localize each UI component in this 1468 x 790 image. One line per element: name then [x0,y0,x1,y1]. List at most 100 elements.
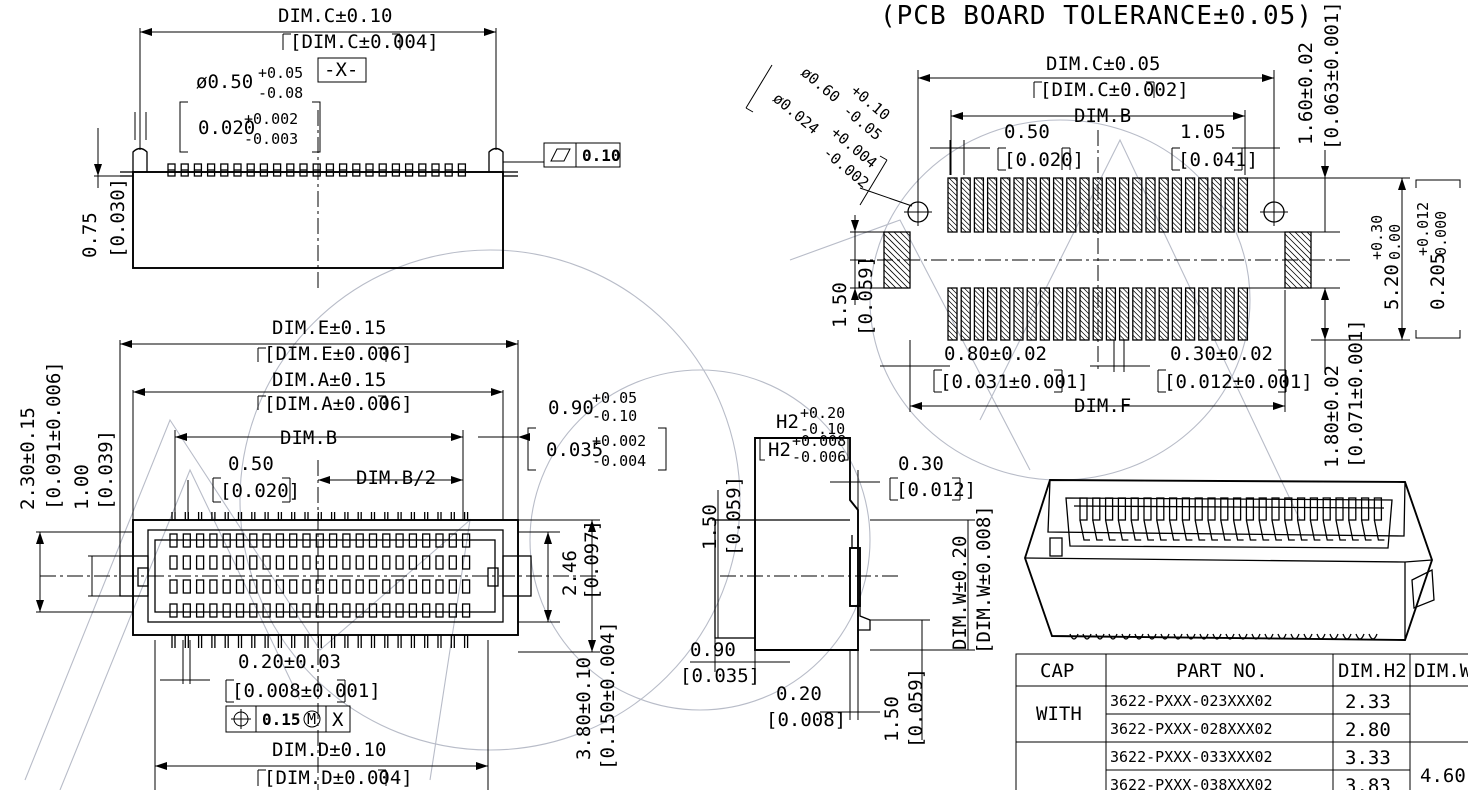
iso-pin [1130,497,1139,521]
pad-080-label: 0.80±0.02 [944,343,1047,365]
latch-right [502,555,532,597]
table-cap-with: WITH [1036,703,1082,725]
h-100-inch-label: [0.039] [95,430,117,510]
height-075-inch-label: [0.030] [107,178,129,258]
plan-pin [395,555,404,570]
plan-pin [422,555,431,570]
plan-pin [182,579,191,594]
plan-pin [408,603,418,618]
h2-inch-tol-up: +0.008 [792,432,846,450]
pcb-pad [973,177,985,233]
t-030-label: 0.30 [898,453,944,475]
pcb-pad [1237,177,1249,233]
plan-pin [355,533,364,548]
plan-pin [382,603,391,618]
iso-pin [1194,497,1203,521]
iso-pin [1104,497,1114,521]
pin-width-inch-label: [0.008±0.001] [232,680,381,702]
dim-e-inch-label: [DIM.E±0.006] [264,343,413,365]
plan-pin [368,533,378,548]
plan-pin [249,533,258,548]
plan-pin [422,603,431,618]
iso-foot [1134,633,1144,640]
plan-pin [235,533,245,548]
pcb-pad [1184,177,1196,233]
part-number-table: CAP PART NO. DIM.H2 DIM.W WITH 3622-PXXX… [1015,653,1468,790]
pcb-pad [1026,177,1037,233]
plan-pin [395,579,404,594]
pcb-pad [1039,177,1051,233]
h-150-label: 1.50 [699,504,721,550]
h-230-inch-label: [0.091±0.006] [43,361,65,510]
h2-inch-tol-dn: -0.006 [792,448,846,466]
table-row-part: 3622-PXXX-023XXX02 [1110,692,1273,710]
table-header-w: DIM.W [1414,660,1468,682]
side-contact [849,547,861,607]
plan-pin [315,533,324,548]
peg-dia-label: ø0.50 [196,71,253,93]
plan-pin [302,603,311,618]
plan-pin [435,533,444,548]
table-row-part: 3622-PXXX-028XXX02 [1110,720,1273,738]
plan-pin [182,603,191,618]
plan-pin [289,533,298,548]
pcb-layout: ø0.60 +0.10 -0.05 ø0.024 +0.004 -0.002 D… [745,1,1461,468]
plan-pin [195,555,205,570]
position-tol-value: 0.15 [262,710,301,729]
w-246-label: 2.46 [559,550,581,596]
iso-foot [1329,633,1339,640]
span-520-inch-tol-up: +0.012 [1414,202,1432,256]
end-105-label: 1.05 [1180,121,1226,143]
plan-pin [275,555,285,570]
flatness-icon [550,148,571,162]
b-150-inch-label: [0.059] [905,668,927,748]
pcb-dim-c-inch-label: [DIM.C±0.002] [1040,79,1189,101]
iso-pin [1309,497,1319,521]
peg-dia-tol-dn: -0.08 [258,84,303,102]
side-090-inch-tol-up: +0.002 [592,432,646,450]
plan-pin [315,579,324,594]
side-090-inch-label: 0.035 [546,439,603,461]
pcb-pad [1145,177,1156,233]
plan-pin [315,555,324,570]
h2-inch-label: H2 [768,439,791,461]
plan-pin [328,579,338,594]
h-230-label: 2.30±0.15 [17,407,39,510]
pcb-pad [1118,177,1130,233]
iso-pin [1258,497,1267,521]
plan-pin [289,603,298,618]
plan-pin [289,579,298,594]
gap-150-inch-label: [0.059] [855,256,877,336]
front-pins [167,163,467,177]
iso-foot [1069,633,1079,640]
plan-pin [235,579,245,594]
plan-pin [182,555,191,570]
plan-pin [448,579,457,594]
iso-pin [1335,497,1344,521]
plan-pin [222,603,231,618]
peg-right [488,147,504,172]
pcb-pad [1198,177,1209,233]
position-datum: X [332,709,344,731]
plan-pin [249,555,258,570]
flatness-value: 0.10 [582,146,621,165]
dim-a-inch-label: [DIM.A±0.006] [264,393,413,415]
dim-b-label: DIM.B [280,427,337,449]
dim-d-inch-label: [DIM.D±0.004] [264,767,413,789]
side-view: H2 +0.20 -0.10 H2 +0.008 -0.006 0.30 [0.… [680,404,995,748]
plan-pin [169,579,178,594]
table-row-h2: 3.83 [1345,775,1391,790]
t-020-inch-label: [0.008] [766,709,846,731]
iso-foot [1147,633,1157,640]
h2-tol-dn: -0.10 [800,420,845,438]
plan-pin [235,555,245,570]
peg-dia-inch-tol-up: +0.002 [244,110,298,128]
plan-pin [302,579,311,594]
h2-tol-up: +0.20 [800,404,845,422]
plan-pin [355,555,364,570]
plan-pin [448,555,457,570]
pad-030-label: 0.30±0.02 [1170,343,1273,365]
iso-foot [1173,633,1183,640]
iso-pin [1296,497,1306,521]
